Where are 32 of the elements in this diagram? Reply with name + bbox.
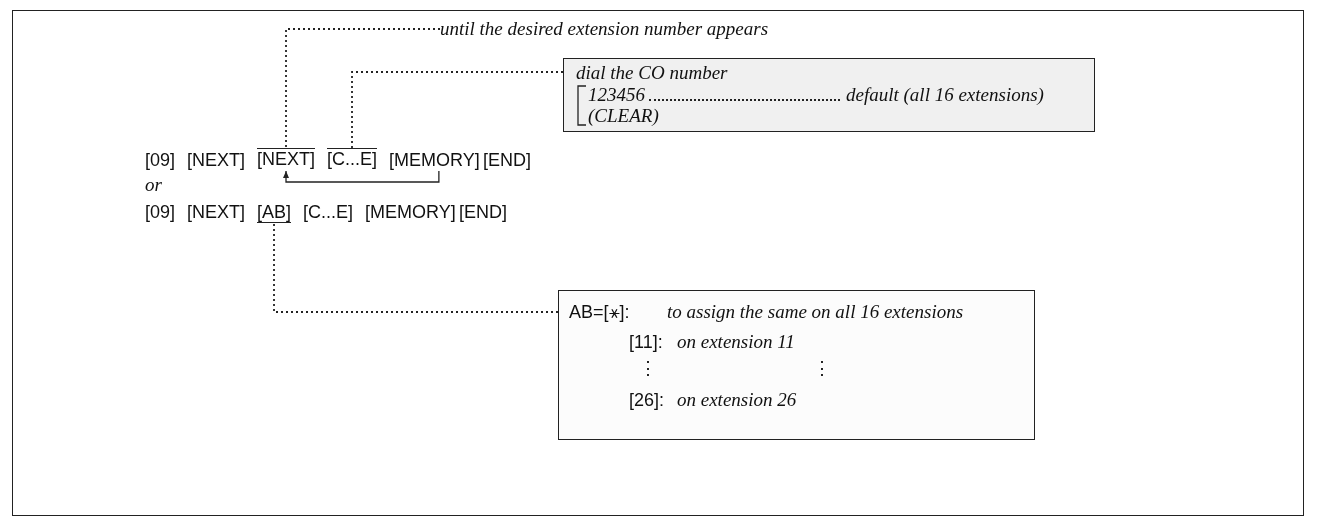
key-label: AB=[⚹]: <box>569 301 630 323</box>
key-label: [AB] <box>257 202 291 223</box>
key-label: [C...E] <box>303 202 353 222</box>
key-label: [11]: <box>629 331 663 353</box>
note-text: dial the CO number <box>576 62 728 84</box>
leader-line <box>273 223 559 313</box>
key-label: [NEXT] <box>257 148 315 169</box>
key-label: [09] <box>145 150 176 170</box>
key-label: ⋮ <box>813 357 831 379</box>
note-box <box>558 290 1035 440</box>
arrow <box>283 170 440 183</box>
note-text: (CLEAR) <box>588 105 659 127</box>
note-text: on extension 11 <box>677 331 795 353</box>
key-label: [MEMORY] <box>365 202 456 222</box>
key-label: [END] <box>459 202 507 222</box>
note-text: default (all 16 extensions) <box>846 84 1044 106</box>
leader-line <box>351 71 564 149</box>
key-label: [MEMORY] <box>389 150 480 170</box>
key-label: [C...E] <box>327 148 377 169</box>
note-box <box>563 58 1095 132</box>
key-label: ⋮ <box>639 357 657 379</box>
note-text: until the desired extension number appears <box>440 18 769 40</box>
key-label: [09] <box>145 202 176 222</box>
note-text: 123456 <box>588 84 645 106</box>
note-text: or <box>145 174 162 196</box>
key-label: [NEXT] <box>187 150 245 170</box>
note-text: on extension 26 <box>677 389 797 411</box>
key-label: [END] <box>483 150 531 170</box>
key-label: [NEXT] <box>187 202 245 222</box>
leader-line <box>285 28 441 149</box>
note-text: to assign the same on all 16 extensions <box>667 301 964 323</box>
key-label: [26]: <box>629 389 665 411</box>
